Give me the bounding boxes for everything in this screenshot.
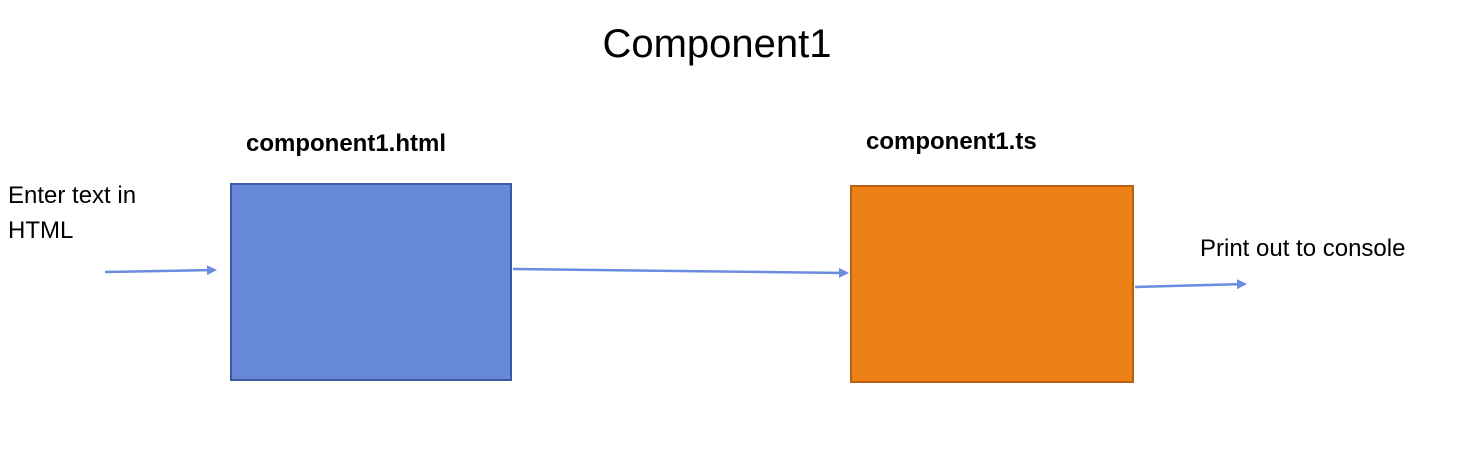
- html-file-label: component1.html: [246, 130, 447, 157]
- html-to-ts-arrow: [512, 267, 849, 278]
- html-component-box: [230, 183, 512, 381]
- ts-file-label: component1.ts: [866, 128, 1037, 155]
- ts-component-box: [850, 185, 1134, 383]
- output-description: Print out to console: [1200, 235, 1406, 262]
- output-arrow: [1134, 279, 1247, 290]
- input-description: Enter text in HTML: [8, 182, 137, 244]
- diagram-title: Component1: [602, 22, 832, 66]
- input-arrow: [104, 265, 217, 276]
